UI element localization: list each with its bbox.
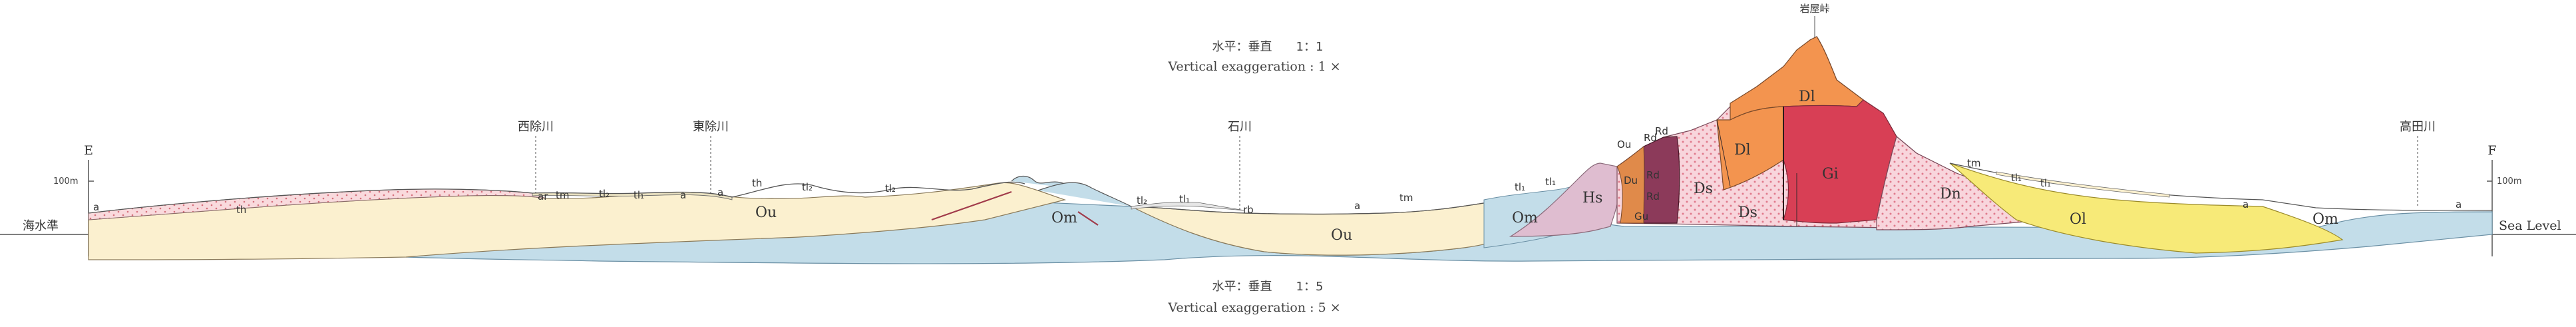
unit-label-om3: Om [2312, 211, 2338, 228]
unit-label-tm: tm [556, 189, 570, 201]
unit-label-rd3: Rd [1646, 169, 1660, 181]
scale-top-jp: 水平：垂直 1：1 [1212, 40, 1324, 54]
unit-label-rd2: Rd [1655, 125, 1668, 137]
unit-label-a4: a [1354, 200, 1360, 212]
unit-label-tl1c: tl₁ [1515, 181, 1525, 193]
left-frame [0, 160, 94, 256]
unit-label-ol: Ol [2070, 211, 2086, 228]
unit-label-tl1: tl₁ [634, 189, 644, 201]
unit-label-gu: Gu [1634, 210, 1648, 222]
unit-label-a5: a [2243, 198, 2249, 210]
endpoint-right: F [2487, 143, 2496, 158]
unit-label-rd: Rd [1644, 132, 1657, 144]
unit-label-ou: Ou [755, 204, 777, 221]
unit-label-rd4: Rd [1646, 190, 1660, 202]
unit-label-tl1b: tl₁ [1179, 193, 1190, 205]
unit-label-ar: ar [538, 190, 548, 202]
unit-du-body [1616, 145, 1645, 224]
unit-label-tm2: tm [1399, 192, 1413, 204]
scale-bottom-en: Vertical exaggeration : 5 × [1167, 300, 1340, 315]
unit-label-tl1e: tl₁ [2011, 172, 2022, 184]
river-label: 石川 [1228, 120, 1252, 134]
unit-label-dl: Dl [1734, 142, 1751, 159]
endpoint-left: E [84, 143, 93, 158]
unit-label-ou2: Ou [1331, 227, 1352, 244]
unit-label-th2: th [752, 177, 762, 189]
right-frame [2487, 160, 2576, 256]
unit-labels: a th ar tm tl₂ tl₁ a a th tl₂ tl₂ Ou Om … [93, 89, 2462, 244]
unit-label-a6: a [2456, 198, 2462, 210]
unit-label-dl2: Dl [1799, 89, 1815, 105]
sea-level-right: Sea Level [2499, 218, 2561, 233]
scale-top-en: Vertical exaggeration : 1 × [1167, 59, 1340, 74]
unit-label-a: a [93, 201, 99, 213]
unit-label-a3: a [717, 186, 723, 198]
unit-label-hs: Hs [1582, 190, 1602, 206]
unit-label-gi: Gi [1822, 166, 1839, 182]
unit-ol-body [1949, 163, 2344, 254]
unit-label-ou3: Ou [1617, 139, 1631, 151]
unit-label-rb: rb [1243, 204, 1254, 216]
scale-bottom-jp: 水平：垂直 1：5 [1212, 280, 1324, 294]
river-label: 西除川 [518, 120, 554, 134]
peak-name: 岩屋峠 [1799, 3, 1829, 15]
unit-label-tm3: tm [1967, 157, 1981, 169]
unit-label-tl2: tl₂ [599, 188, 610, 200]
river-label: 高田川 [2400, 120, 2436, 134]
river-labels: 西除川 東除川 石川 高田川 [518, 120, 2436, 134]
unit-label-ds2: Ds [1738, 204, 1757, 221]
unit-label-tl2d: tl₂ [1137, 194, 1147, 206]
unit-label-du: Du [1624, 174, 1638, 186]
height-mark-left: 100m [53, 176, 78, 186]
river-pins [535, 136, 2418, 212]
unit-label-tl2c: tl₂ [885, 182, 896, 194]
unit-label-tl1d: tl₁ [1545, 176, 1556, 188]
river-label: 東除川 [693, 120, 729, 134]
unit-label-ds: Ds [1694, 180, 1713, 197]
unit-label-dn: Dn [1940, 186, 1961, 202]
unit-label-th: th [236, 204, 246, 216]
unit-label-a2: a [680, 189, 686, 201]
unit-label-om2: Om [1512, 210, 1538, 226]
sea-level-left: 海水準 [23, 219, 59, 233]
unit-label-tl2b: tl₂ [802, 181, 813, 193]
unit-label-tl1f: tl₁ [2040, 177, 2051, 189]
unit-label-om: Om [1051, 210, 1077, 226]
height-mark-right: 100m [2497, 176, 2521, 186]
